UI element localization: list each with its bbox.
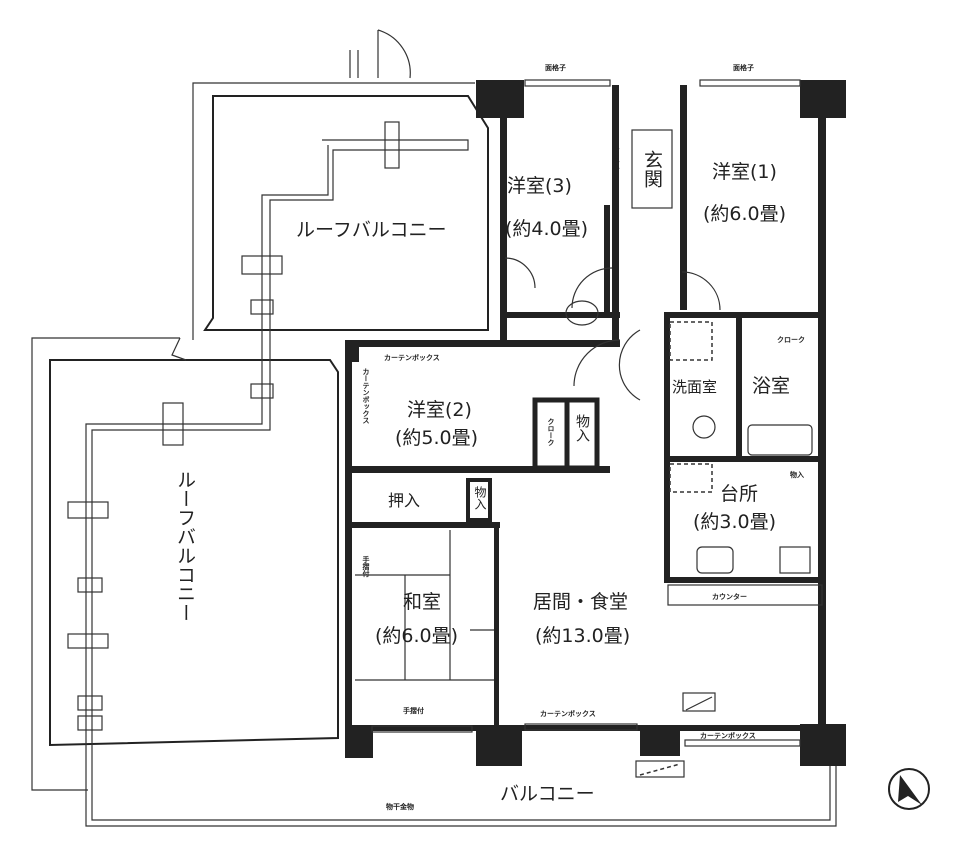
monoire-label: 物入	[574, 414, 590, 442]
western3-size: (約4.0畳)	[505, 218, 588, 240]
monoire-label: 物入	[473, 486, 487, 510]
windows	[371, 79, 801, 747]
western3-name: 洋室(3)	[507, 175, 572, 197]
kitchen-size: (約3.0畳)	[693, 511, 776, 533]
western2-name: 洋室(2)	[407, 399, 472, 421]
curtain-box-note: カーテンボックス	[700, 731, 756, 740]
roof-balcony-left-outline	[31, 337, 339, 791]
kitchen-name: 台所	[720, 483, 758, 505]
monoire-label: 物入	[790, 470, 804, 479]
cloak-label: クローク	[777, 335, 805, 344]
roof-balcony-left-label: ルーフバルコニー	[174, 470, 196, 622]
western1-size: (約6.0畳)	[703, 203, 786, 225]
cloak-label: クローク	[547, 418, 555, 446]
shoe-storage-label: 下足入	[612, 148, 621, 170]
north-arrow-icon	[888, 768, 930, 810]
living-size: (約13.0畳)	[535, 625, 630, 647]
living-name: 居間・食堂	[533, 591, 628, 613]
western1-name: 洋室(1)	[712, 161, 777, 183]
pipe-route	[67, 121, 837, 827]
curtain-box-note: カーテンボックス	[540, 709, 596, 718]
curtain-box-note: カーテンボックス	[384, 353, 440, 362]
japanese-name: 和室	[403, 591, 441, 613]
walls	[345, 80, 846, 766]
roof-balcony-upper-label: ルーフバルコニー	[296, 219, 446, 241]
oshiire-label: 押入	[388, 491, 420, 510]
western2-size: (約5.0畳)	[395, 427, 478, 449]
roof-balcony-upper-outline	[192, 82, 489, 340]
fixtures	[355, 129, 823, 778]
washroom-label: 洗面室	[672, 378, 717, 396]
bathroom-label: 浴室	[752, 375, 790, 397]
balcony-label: バルコニー	[500, 783, 595, 805]
grille-note: 面格子	[545, 63, 566, 72]
counter-note: カウンター	[712, 592, 747, 601]
handrail-note: 手摺付	[403, 706, 424, 715]
japanese-size: (約6.0畳)	[375, 625, 458, 647]
grille-note: 面格子	[733, 63, 754, 72]
entrance-label: 玄関	[641, 150, 663, 188]
exterior-door	[349, 29, 411, 79]
curtain-box-note: カーテンボックス	[362, 368, 370, 424]
handrail-note: 手摺付	[362, 555, 370, 578]
drying-hardware-note: 物干金物	[386, 802, 414, 811]
